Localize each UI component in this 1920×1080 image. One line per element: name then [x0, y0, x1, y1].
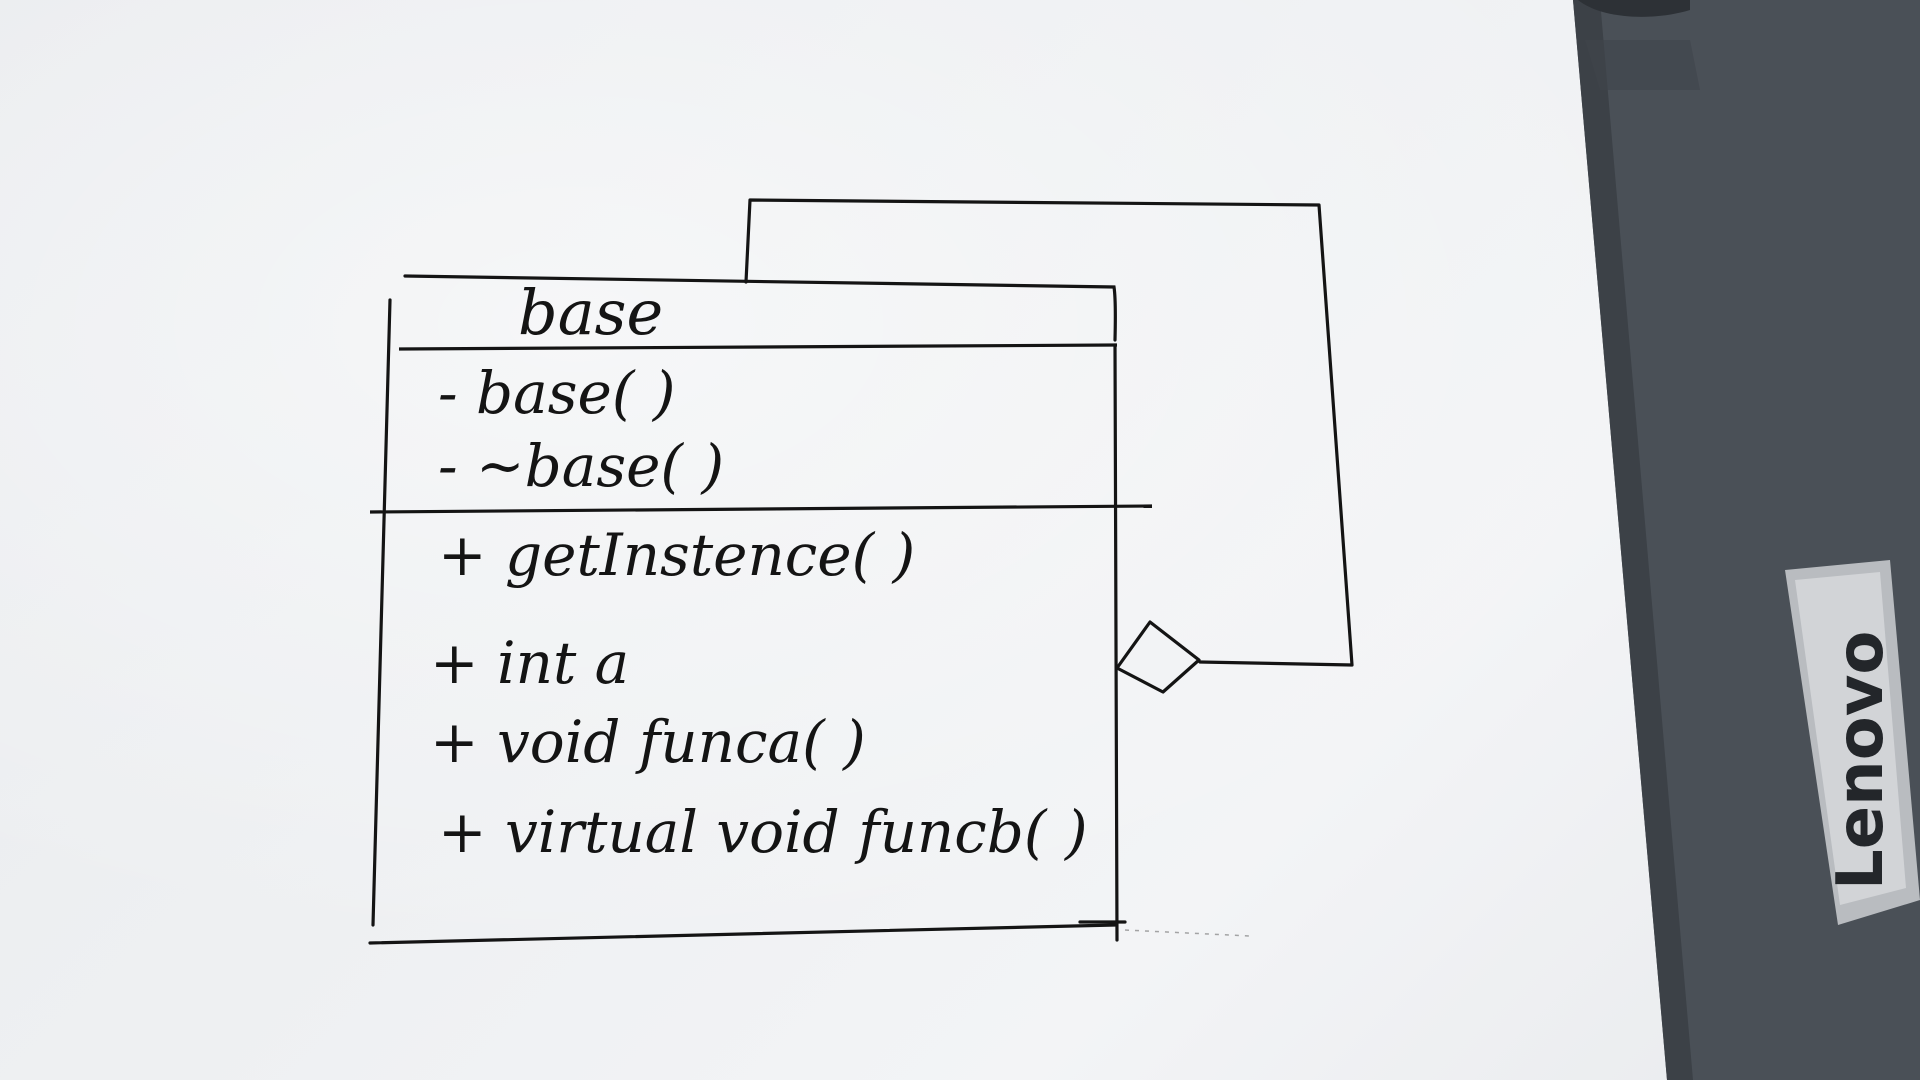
lenovo-badge	[1785, 560, 1920, 925]
hollow-diamond-icon	[1115, 620, 1201, 694]
class-box	[368, 274, 1127, 945]
faint-ink-trace	[1124, 929, 1251, 937]
member-row-virtual-void-funcb: + virtual void funcb( )	[438, 798, 1088, 866]
laptop-brand-label: Lenovo	[1824, 631, 1898, 890]
self-aggregation-line	[744, 198, 1354, 667]
laptop-edge	[1573, 0, 1920, 1080]
members-separator	[369, 504, 1153, 514]
member-row-void-funca: + void funca( )	[430, 708, 866, 776]
member-row-get-instance: + getInstence( )	[438, 521, 915, 589]
class-name: base	[518, 276, 663, 349]
member-row-private-constructor: - base( )	[438, 359, 676, 427]
class-name-separator	[398, 343, 1118, 351]
member-row-int-a: + int a	[430, 629, 629, 697]
member-row-private-destructor: - ~base( )	[438, 432, 724, 500]
